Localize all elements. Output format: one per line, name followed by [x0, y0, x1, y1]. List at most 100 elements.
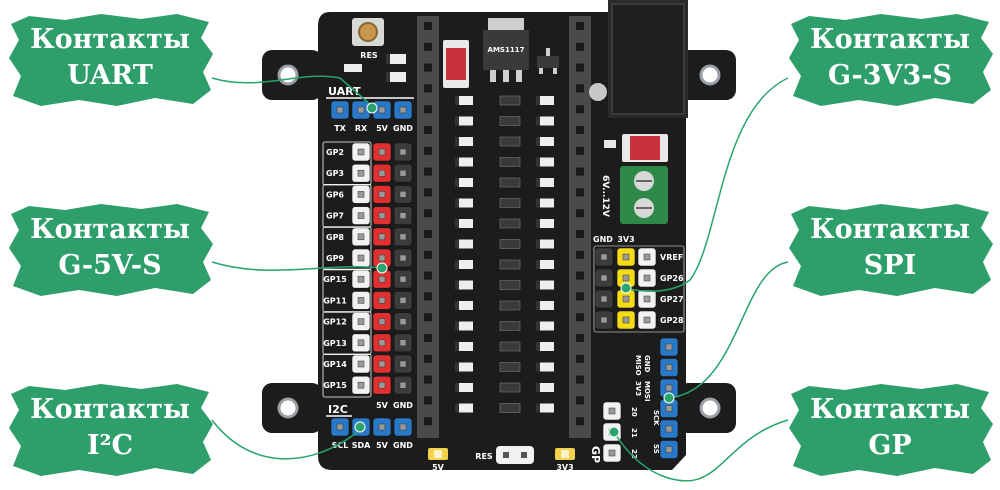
spi-pin-label: MISO [634, 355, 642, 376]
socket-hole [576, 84, 584, 93]
spi-header [659, 337, 679, 459]
smd-resistor [499, 218, 521, 229]
smd-diode [536, 96, 554, 105]
diode-band [536, 403, 540, 413]
socket-hole [424, 375, 432, 384]
diode-band [386, 54, 390, 64]
smd-diode [536, 219, 554, 228]
diode-band [536, 383, 540, 392]
res-button-label: RES [360, 51, 378, 60]
pin-hole [399, 318, 407, 325]
uart-header [330, 100, 413, 120]
diode-band [455, 239, 459, 249]
gp-left-label: GP15 [323, 381, 347, 390]
socket-strip-left [417, 16, 439, 438]
diode-band [536, 137, 540, 146]
socket-hole [576, 63, 584, 72]
smd-resistor [499, 136, 521, 147]
pin-hole [600, 316, 608, 324]
reset-button-cap [358, 22, 378, 42]
smd-diode [455, 116, 473, 126]
smd-resistor [499, 239, 521, 249]
diode-band [455, 403, 459, 413]
smd-diode [455, 239, 473, 249]
smd-resistor [499, 362, 521, 372]
smd-diode [536, 301, 554, 310]
diode-band [536, 260, 540, 269]
socket-hole [576, 230, 584, 238]
diode-band [536, 321, 540, 331]
socket-hole [576, 334, 584, 342]
smd-diode [455, 301, 473, 310]
res-pads [496, 446, 534, 464]
smd-resistor [499, 321, 521, 331]
g3v3-pin-label: GP26 [660, 274, 684, 283]
diode-band [455, 157, 459, 167]
diode-band [455, 198, 459, 208]
pin-hole [600, 274, 608, 282]
brush-shape [9, 204, 213, 296]
socket-strip-right [569, 16, 591, 438]
diode-band [536, 362, 540, 372]
mount-hole [277, 64, 299, 86]
transistor [537, 56, 559, 68]
pin-hole [378, 191, 386, 198]
pin-hole [399, 169, 407, 177]
callout-spi-line1: Контакты [810, 214, 970, 245]
gp-left-label: GP9 [326, 254, 344, 263]
smd-diode [386, 72, 406, 82]
diode-band [536, 239, 540, 249]
socket-hole [424, 84, 432, 93]
smd-diode [536, 198, 554, 208]
regulator-leg [516, 70, 522, 82]
i2c-pin-label: SCL [332, 441, 349, 450]
pin-hole [357, 233, 365, 241]
socket-hole [576, 42, 584, 51]
capacitor-band [446, 48, 466, 80]
jack-pin [589, 83, 607, 101]
pin-hole [600, 295, 608, 303]
spi-pin-label: 3V3 [634, 381, 642, 396]
socket-hole [576, 250, 584, 259]
spi-title: SPI [683, 348, 696, 368]
gp-pair-frame [322, 141, 372, 186]
uart-pin-label: 5V [376, 124, 389, 133]
socket-hole [424, 334, 432, 342]
spi-pin-label: SS [652, 444, 660, 454]
center-components [455, 95, 554, 413]
smd-diode [455, 342, 473, 351]
spi-pin-label: MOSI [643, 381, 651, 402]
callout-dot [608, 426, 620, 438]
pin-hole [665, 364, 673, 371]
diode-band [536, 301, 540, 310]
callout-line-uart [211, 75, 373, 107]
pin-hole [357, 191, 365, 198]
capacitor-band [630, 136, 660, 160]
pin-hole [357, 318, 365, 325]
socket-hole [424, 271, 432, 280]
pin-hole [665, 405, 673, 412]
pin-hole [608, 407, 616, 415]
diode-band [536, 219, 540, 228]
pin-hole [399, 212, 407, 219]
pin-hole [665, 384, 673, 392]
smd-diode [536, 116, 554, 126]
socket-hole [424, 396, 432, 405]
g3v3-pin-label: VREF [660, 253, 683, 262]
smd-resistor [499, 177, 521, 188]
smd-resistor [499, 300, 521, 311]
pin-hole [399, 191, 407, 198]
smd-resistor [499, 157, 521, 167]
pin-hole [399, 339, 407, 347]
callout-line-spi [668, 261, 789, 399]
gp-title: GP [589, 446, 602, 463]
callout-spi-line2: SPI [863, 250, 917, 281]
gp-pin-label: 22 [630, 449, 638, 459]
socket-hole [424, 63, 432, 72]
pin-hole [378, 318, 386, 325]
pin-hole [643, 274, 651, 282]
g5vs-pin-labels: GP2GP3GP6GP7GP8GP9GP15GP11GP12GP13GP14GP… [322, 141, 372, 398]
